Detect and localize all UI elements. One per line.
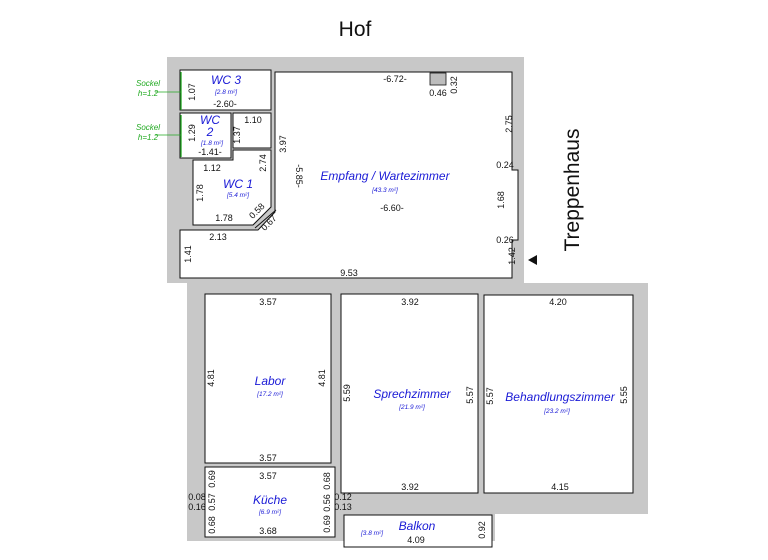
wc1-diagonal [254,209,277,229]
room-empfang [179,71,519,279]
dim-labor-left: 4.81 [206,369,216,387]
dim-wc2-110: 1.10 [244,115,262,125]
sockel-height-2: h=1.2 [138,133,159,142]
dim-wc1-top: 1.12 [203,163,221,173]
dim-sprech-013: 0.13 [334,502,352,512]
dim-emp-046: 0.46 [429,88,447,98]
dim-balkon-w: 4.09 [407,535,425,545]
label-treppenhaus: Treppenhaus [561,129,584,252]
room-wc3 [179,69,272,111]
dim-emp-660: -6.60- [380,203,404,213]
room-name-sprechzimmer: Sprechzimmer [373,387,451,401]
dim-emp-168: 1.68 [496,191,506,209]
room-name-wc2-a: WC [200,113,220,127]
dim-kueche-069b: 0.69 [322,515,332,533]
dim-kueche-068a: 0.68 [207,516,217,534]
room-area-wc3: [2.8 m²] [214,89,237,96]
room-wc2 [179,112,232,159]
room-area-wc1: [5.4 m²] [226,192,249,199]
dim-wc3-w: -2.60- [213,99,237,109]
dim-emp-024: 0.24 [496,160,514,170]
room-name-kueche: Küche [253,493,287,507]
dim-wc1-bottom: 1.78 [215,213,233,223]
room-labor [204,293,332,464]
dim-kueche-057: 0.57 [207,493,217,511]
dim-wc2-w: -1.41- [198,147,222,157]
dim-beh-left: 5.57 [485,387,495,405]
dim-emp-142: 1.42 [507,247,517,265]
room-kueche [204,466,336,538]
room-area-sprechzimmer: [21.9 m²] [398,404,425,411]
dim-wc1-274: 2.74 [258,154,268,172]
dim-wc3-h: 1.07 [187,83,197,101]
dim-sprech-left: 5.59 [342,384,352,402]
room-sprechzimmer [340,293,479,494]
sockel-height-1: h=1.2 [138,89,159,98]
room-area-balkon: [3.8 m²] [360,530,383,537]
dim-kueche-bottom: 3.68 [259,526,277,536]
dim-labor-top: 3.57 [259,297,277,307]
dim-sprech-top: 3.92 [401,297,419,307]
room-area-behandlungszimmer: [23.2 m²] [543,408,570,415]
dim-balkon-h: 0.92 [477,521,487,539]
dim-wc2-137: 1.37 [232,126,242,144]
dim-beh-right: 5.55 [619,386,629,404]
dim-emp-672: -6.72- [383,74,407,84]
dim-emp-141: 1.41 [183,245,193,263]
dim-sprech-right: 5.57 [465,386,475,404]
sockel-label-2: Sockel [136,123,160,132]
dim-kueche-top: 3.57 [259,471,277,481]
room-wc2-side [232,112,272,149]
dim-emp-026: 0.26 [496,235,514,245]
dim-kueche-069a: 0.69 [207,470,217,488]
room-name-wc2-b: 2 [206,125,214,139]
dim-labor-right: 4.81 [317,369,327,387]
room-name-balkon: Balkon [399,519,436,533]
label-hof: Hof [339,18,372,41]
dim-emp-275: 2.75 [504,115,514,133]
dim-kueche-008: 0.08 [188,492,206,502]
dim-emp-953: 9.53 [340,268,358,278]
dim-emp-213: 2.13 [209,232,227,242]
dim-kueche-056: 0.56 [322,494,332,512]
room-area-empfang: [43.3 m²] [371,187,398,194]
room-balkon [343,514,493,548]
dim-wc1-h: 1.78 [195,184,205,202]
dim-beh-top: 4.20 [549,297,567,307]
dim-emp-032: 0.32 [449,76,459,94]
room-name-wc3: WC 3 [211,73,241,87]
dim-kueche-068b: 0.68 [322,472,332,490]
room-area-kueche: [6.9 m²] [258,509,281,516]
dim-beh-bottom: 4.15 [551,482,569,492]
room-name-empfang: Empfang / Wartezimmer [320,169,450,183]
room-wc1 [192,149,272,226]
room-name-wc1: WC 1 [223,177,253,191]
room-name-labor: Labor [255,374,287,388]
dim-emp-397: 3.97 [278,135,288,153]
dim-sprech-012: 0.12 [334,492,352,502]
room-area-wc2: [1.8 m²] [200,140,223,147]
dim-wc2-h: 1.29 [187,124,197,142]
dim-emp-585: -5.85- [294,164,304,188]
column-square [429,72,447,86]
entrance-arrow-icon [528,255,537,265]
room-area-labor: [17.2 m²] [256,391,283,398]
dim-sprech-bottom: 3.92 [401,482,419,492]
room-behandlungszimmer [483,294,634,494]
room-name-behandlungszimmer: Behandlungszimmer [505,390,615,404]
sockel-label-1: Sockel [136,79,160,88]
dim-labor-bottom: 3.57 [259,453,277,463]
dim-kueche-016: 0.16 [188,502,206,512]
